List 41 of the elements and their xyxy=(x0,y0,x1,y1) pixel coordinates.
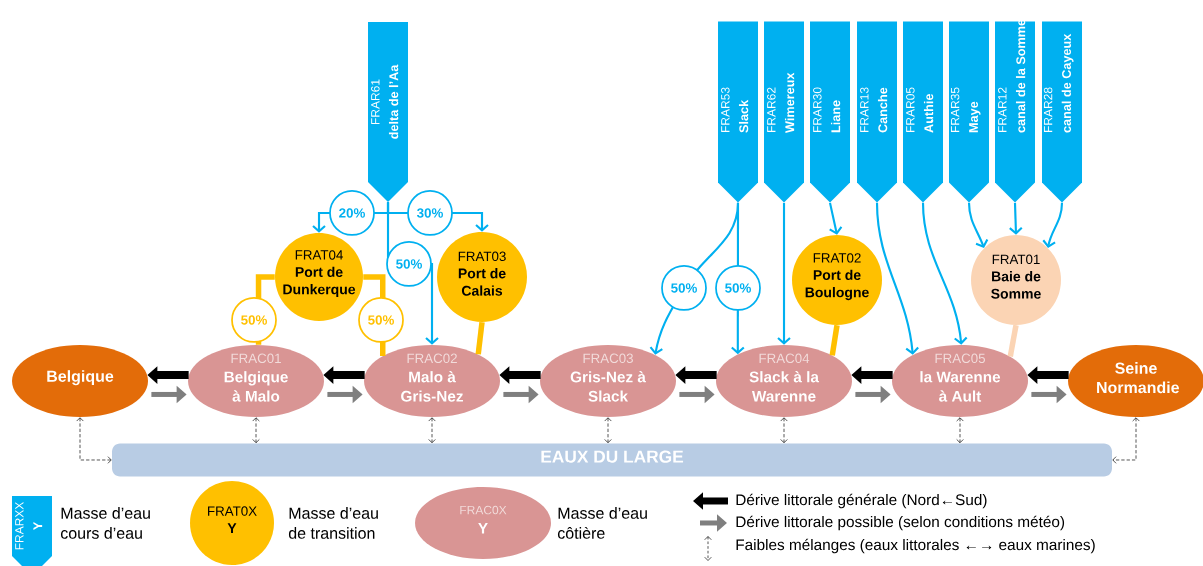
legend-text: Faibles mélanges (eaux littorales ←→ eaux marines) xyxy=(736,538,1095,554)
river-banner: FRAR30 Liane xyxy=(810,21,850,203)
river-banner: FRAR28 canal de Cayeux xyxy=(1042,21,1082,203)
percentage-label: 50% xyxy=(358,297,404,343)
flow-line xyxy=(475,321,485,355)
percentage-label: 50% xyxy=(231,297,277,343)
flow-arrow xyxy=(828,202,843,235)
percentage-label: 50% xyxy=(386,241,432,287)
mixing-arrow xyxy=(76,417,112,464)
flow-arrow xyxy=(1042,202,1064,248)
river-banner: FRAR62 Wimereux xyxy=(764,21,804,203)
flow-arrow xyxy=(967,202,989,248)
flow-arrow xyxy=(777,202,791,345)
legend-text: Dérive littorale générale (Nord←Sud) xyxy=(736,493,987,509)
mixing-arrow xyxy=(956,417,964,444)
river-banner: FRAR12 canal de la Somme xyxy=(995,19,1035,203)
river-banner: FRAR53 Slack xyxy=(718,21,758,203)
legend-text: Dérive littorale possible (selon conditions météo) xyxy=(736,515,1065,531)
flow-line xyxy=(829,324,840,356)
legend-description: Masse d’eau côtière xyxy=(557,507,647,539)
river-banner: FRAR35 Maye xyxy=(949,21,989,203)
mixing-arrow xyxy=(604,417,612,444)
mixing-arrow xyxy=(252,417,260,444)
offshore-band: EAUX DU LARGE xyxy=(112,443,1112,477)
mixing-arrow xyxy=(1112,417,1140,464)
legend-description: Masse d’eau de transition xyxy=(288,507,378,539)
river-banner: FRAR61 delta de l’Aa xyxy=(368,22,408,202)
flow-arrow xyxy=(1009,202,1023,235)
river-banner: FRARXX Y xyxy=(12,496,52,566)
percentage-label: 30% xyxy=(407,190,453,236)
flow-arrow xyxy=(875,202,919,355)
mixing-arrow xyxy=(780,417,788,444)
percentage-label: 50% xyxy=(661,265,707,311)
legend-description: Masse d’eau cours d’eau xyxy=(60,507,150,539)
flow-arrow xyxy=(921,202,968,345)
river-banner: FRAR05 Authie xyxy=(903,21,943,203)
percentage-label: 50% xyxy=(715,265,761,311)
percentage-label: 20% xyxy=(329,190,375,236)
river-banner: FRAR13 Canche xyxy=(857,21,897,203)
mixing-arrow xyxy=(428,417,436,444)
flow-line xyxy=(1007,324,1019,357)
